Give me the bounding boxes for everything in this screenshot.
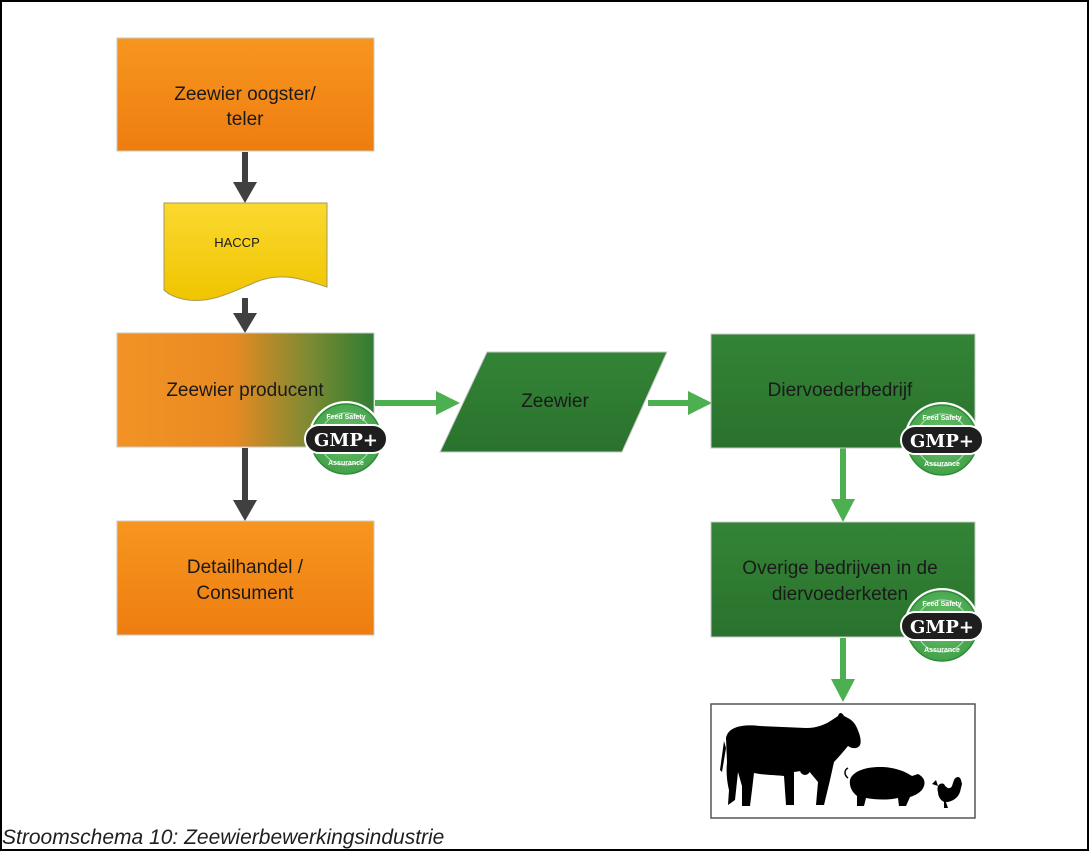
- retail-label-line1: Detailhandel /: [187, 557, 304, 578]
- connector-other-to-animals: [831, 638, 855, 702]
- node-haccp-document: HACCP: [163, 202, 328, 302]
- connector-seaweed-to-feed: [648, 391, 712, 415]
- cow-icon: [720, 713, 861, 806]
- producer-label: Zeewier producent: [166, 380, 324, 401]
- gmp-badge-top-text: Feed Safety: [922, 415, 961, 422]
- other-companies-label-line2: diervoederketen: [772, 584, 908, 605]
- animals-image: [710, 703, 976, 819]
- connector-harvester-to-haccp: [233, 152, 257, 203]
- connector-haccp-to-producer: [233, 298, 257, 333]
- harvester-label-line2: teler: [227, 109, 265, 130]
- haccp-label: HACCP: [214, 235, 260, 250]
- rooster-icon: [932, 777, 962, 808]
- node-harvester: Zeewier oogster/ teler: [116, 37, 375, 152]
- gmp-badge-bottom-text: Assurance: [924, 647, 960, 654]
- seaweed-label: Zeewier: [521, 391, 589, 412]
- harvester-label-line1: Zeewier oogster/: [174, 84, 316, 105]
- gmp-plus-badge-icon: GMP+ Feed Safety Assurance: [304, 400, 388, 478]
- connector-producer-to-retail: [233, 448, 257, 521]
- gmp-badge-main-text: GMP+: [910, 617, 974, 638]
- gmp-badge-bottom-text: Assurance: [924, 461, 960, 468]
- gmp-badge-top-text: Feed Safety: [326, 414, 365, 421]
- gmp-badge-main-text: GMP+: [910, 431, 974, 452]
- gmp-plus-badge-icon: GMP+ Feed Safety Assurance: [900, 401, 984, 479]
- gmp-badge-bottom-text: Assurance: [328, 460, 364, 467]
- connector-feed-to-other: [831, 448, 855, 522]
- other-companies-label-line1: Overige bedrijven in de: [742, 558, 937, 579]
- gmp-badge-top-text: Feed Safety: [922, 601, 961, 608]
- retail-label-line2: Consument: [196, 583, 294, 604]
- gmp-plus-badge-icon: GMP+ Feed Safety Assurance: [900, 587, 984, 665]
- connector-producer-to-seaweed: [375, 391, 460, 415]
- node-seaweed-data: Zeewier: [439, 351, 668, 453]
- figure-caption: Stroomschema 10: Zeewierbewerkingsindust…: [2, 826, 445, 849]
- pig-icon: [844, 767, 925, 806]
- node-retail: Detailhandel / Consument: [116, 520, 375, 636]
- feed-company-label: Diervoederbedrijf: [768, 380, 913, 401]
- gmp-badge-main-text: GMP+: [314, 430, 378, 451]
